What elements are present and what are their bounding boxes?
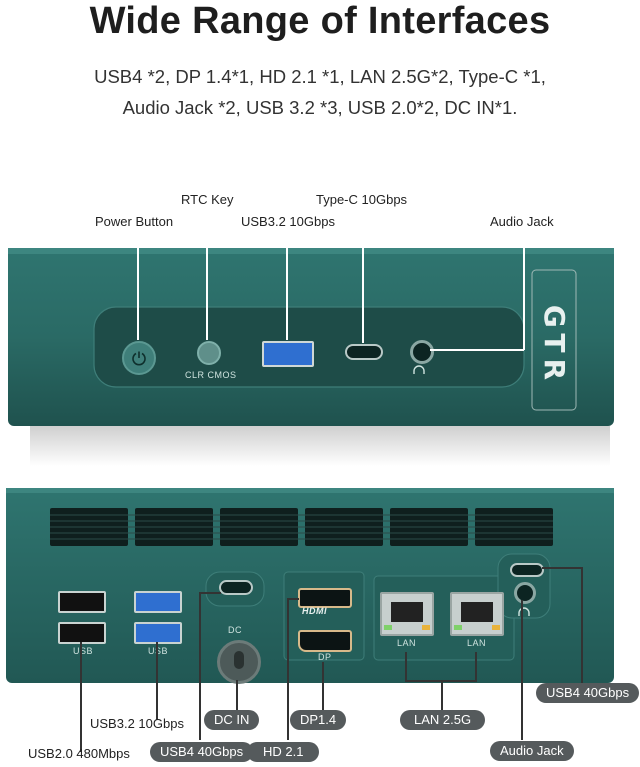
dp-text: DP: [318, 652, 332, 662]
label-audio-jack-front: Audio Jack: [490, 214, 554, 229]
type-c-port-front: [345, 344, 383, 360]
pill-dp14: DP1.4: [290, 710, 347, 730]
pill-audio-jack-back: Audio Jack: [490, 741, 574, 761]
label-usb32-back: USB3.2 10Gbps: [90, 716, 184, 731]
pill-usb4-right: USB4 40Gbps: [536, 683, 640, 703]
lan-port-1: [380, 592, 434, 636]
hdmi-text: HDMI: [302, 606, 327, 616]
page-title: Wide Range of Interfaces: [89, 0, 551, 42]
label-rtc-key: RTC Key: [181, 192, 234, 207]
subtitle-line-2: Audio Jack *2, USB 3.2 *3, USB 2.0*2, DC…: [122, 97, 518, 118]
pill-usb4-left: USB4 40Gbps: [150, 742, 254, 762]
usb-text-right: USB: [148, 646, 169, 656]
pointer-lan-a: [405, 652, 407, 680]
usb-text-left: USB: [73, 646, 94, 656]
dc-text: DC: [228, 625, 242, 635]
label-usb20: USB2.0 480Mbps: [28, 746, 130, 761]
dc-in-port: [217, 640, 261, 684]
hdmi-port: [298, 588, 352, 608]
pointer-audio-v: [523, 232, 525, 350]
usb32-port-front: [262, 341, 314, 367]
pointer-usb4-right-h: [542, 567, 582, 569]
lan-port-2: [450, 592, 504, 636]
power-button[interactable]: [122, 341, 156, 375]
brand-plate: GTR: [538, 290, 572, 400]
lan-text-1: LAN: [397, 638, 417, 648]
pointer-dc-in: [236, 680, 238, 710]
pointer-usb20: [80, 642, 82, 752]
pill-dc-in: DC IN: [204, 710, 260, 730]
usb32-port-back-2: [134, 622, 182, 644]
pointer-audio-h: [430, 349, 524, 351]
pointer-usb4-right-v: [581, 567, 583, 683]
pill-lan25: LAN 2.5G: [400, 710, 486, 730]
audio-jack-port-front: [410, 340, 434, 364]
pointer-usb4-left-h: [199, 592, 221, 594]
usb20-port-1: [58, 591, 106, 613]
brand-logo-text: GTR: [538, 304, 572, 386]
pointer-usb32-back: [156, 642, 158, 720]
pill-hd21: HD 2.1: [247, 742, 320, 762]
clr-cmos-text: CLR CMOS: [185, 370, 237, 380]
dp-port: [298, 630, 352, 652]
pointer-power: [137, 232, 139, 340]
headphone-icon: [413, 365, 425, 374]
lan-text-2: LAN: [467, 638, 487, 648]
usb4-port-back-left: [219, 580, 253, 595]
pointer-lan-center: [441, 680, 443, 710]
label-type-c: Type-C 10Gbps: [316, 192, 408, 207]
pointer-usb32-front: [286, 232, 288, 340]
headphone-icon-back: [518, 607, 530, 616]
pointer-usb4-left-v: [199, 592, 201, 740]
usb32-port-back-1: [134, 591, 182, 613]
usb20-port-2: [58, 622, 106, 644]
pointer-rtc: [206, 210, 208, 340]
label-usb32-front: USB3.2 10Gbps: [241, 214, 335, 229]
subtitle-line-1: USB4 *2, DP 1.4*1, HD 2.1 *1, LAN 2.5G*2…: [94, 66, 546, 87]
rtc-key-button[interactable]: [197, 341, 221, 365]
pointer-dp14: [322, 662, 324, 710]
pointer-lan-b: [475, 652, 477, 680]
pointer-audio-back: [521, 600, 523, 740]
usb4-port-back-right: [510, 563, 544, 577]
pointer-hd21-v: [287, 598, 289, 740]
power-icon: [132, 351, 146, 366]
pointer-type-c: [362, 210, 364, 343]
pointer-hd21-h: [287, 598, 299, 600]
audio-jack-port-back: [514, 582, 536, 604]
label-power-button: Power Button: [95, 214, 174, 229]
